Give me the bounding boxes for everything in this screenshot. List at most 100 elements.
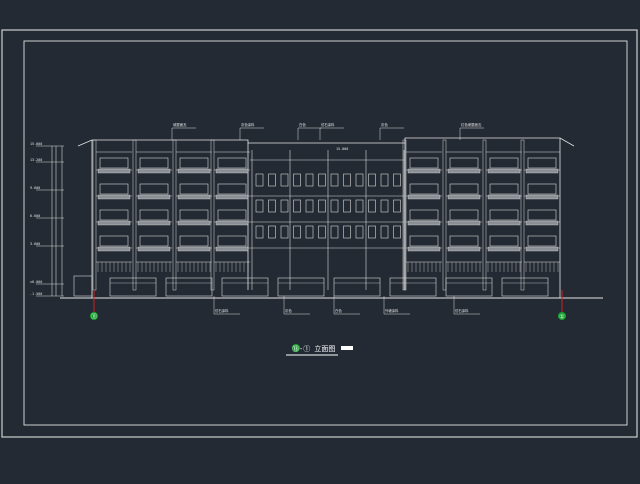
central-window [268,199,276,213]
inner-frame [23,40,628,426]
central-window [280,225,289,239]
balcony-rail [177,220,211,226]
garden-wall [109,277,157,297]
balcony-rail [525,168,559,174]
balcony-rail [447,246,481,252]
central-window [280,173,289,187]
central-window [368,199,376,213]
balcony-rail [97,194,131,200]
window [217,209,247,221]
garden-wall [501,277,549,297]
window [449,235,479,247]
central-window [343,199,351,213]
central-window [380,173,389,187]
central-window [293,173,301,187]
central-window [255,173,264,187]
balcony-rail [137,168,171,174]
central-window [305,199,314,213]
elevation-label: 3.600 [30,242,40,246]
left-dimension-column [51,146,63,296]
callout-label: 白色 [299,122,306,127]
axis-label-left: ⑪ [91,313,97,321]
window [449,183,479,195]
window [489,235,519,247]
window [409,183,439,195]
window [139,209,169,221]
window [449,157,479,169]
window [489,157,519,169]
pilaster [210,139,215,291]
axis-marker-left [90,312,98,320]
balcony-rail [137,246,171,252]
central-window [330,173,339,187]
window [527,157,557,169]
balcony-rail [215,194,249,200]
balcony-rail [525,246,559,252]
central-window [318,199,326,213]
entry-stair [73,275,93,297]
window [217,235,247,247]
pilaster [132,139,137,291]
central-window [330,199,339,213]
pilaster [520,139,525,291]
window [489,183,519,195]
drawing-caption: ⑬-① 立面图 [292,344,335,353]
center-mark: 15.000 [336,147,348,151]
central-window [318,225,326,239]
pilaster [92,139,97,291]
central-window [393,199,401,213]
elevation-label: ±0.000 [30,280,42,284]
scale-bar [341,346,353,350]
central-window [393,173,401,187]
callout-label: 灰色 [285,308,292,313]
axis-marker-right [558,312,566,320]
garden-wall [277,277,325,297]
balcony-rail [97,220,131,226]
balcony-rail [487,220,521,226]
balcony-rail [447,220,481,226]
garden-wall [165,277,213,297]
central-window [343,225,351,239]
window [409,235,439,247]
balcony-rail [177,168,211,174]
window [409,209,439,221]
callout-label: 仿石涂料 [455,308,469,313]
callout-label: 灰色涂料 [241,122,255,127]
balcony-rail [215,220,249,226]
central-window [280,199,289,213]
roof [77,137,575,298]
central-window [255,199,264,213]
window [179,235,209,247]
building-bays [73,139,560,297]
central-window [368,225,376,239]
balcony-rail [525,220,559,226]
callout-label: 白色 [335,308,342,313]
central-window [380,225,389,239]
balcony-rail [177,246,211,252]
garden-wall [445,277,493,297]
window [449,209,479,221]
callout-label: 外墙涂料 [385,308,399,313]
central-window [305,225,314,239]
pilaster [482,139,487,291]
window [139,183,169,195]
central-window [330,225,339,239]
window [179,209,209,221]
window [139,157,169,169]
window [527,209,557,221]
central-window [318,173,326,187]
central-window [268,225,276,239]
window [489,209,519,221]
balcony-rail [215,246,249,252]
window [527,183,557,195]
balcony-rail [407,220,441,226]
balcony-rail [97,246,131,252]
pilaster [402,139,407,291]
window [527,235,557,247]
balcony-rail [487,246,521,252]
central-window [355,173,364,187]
balcony-rail [97,168,131,174]
